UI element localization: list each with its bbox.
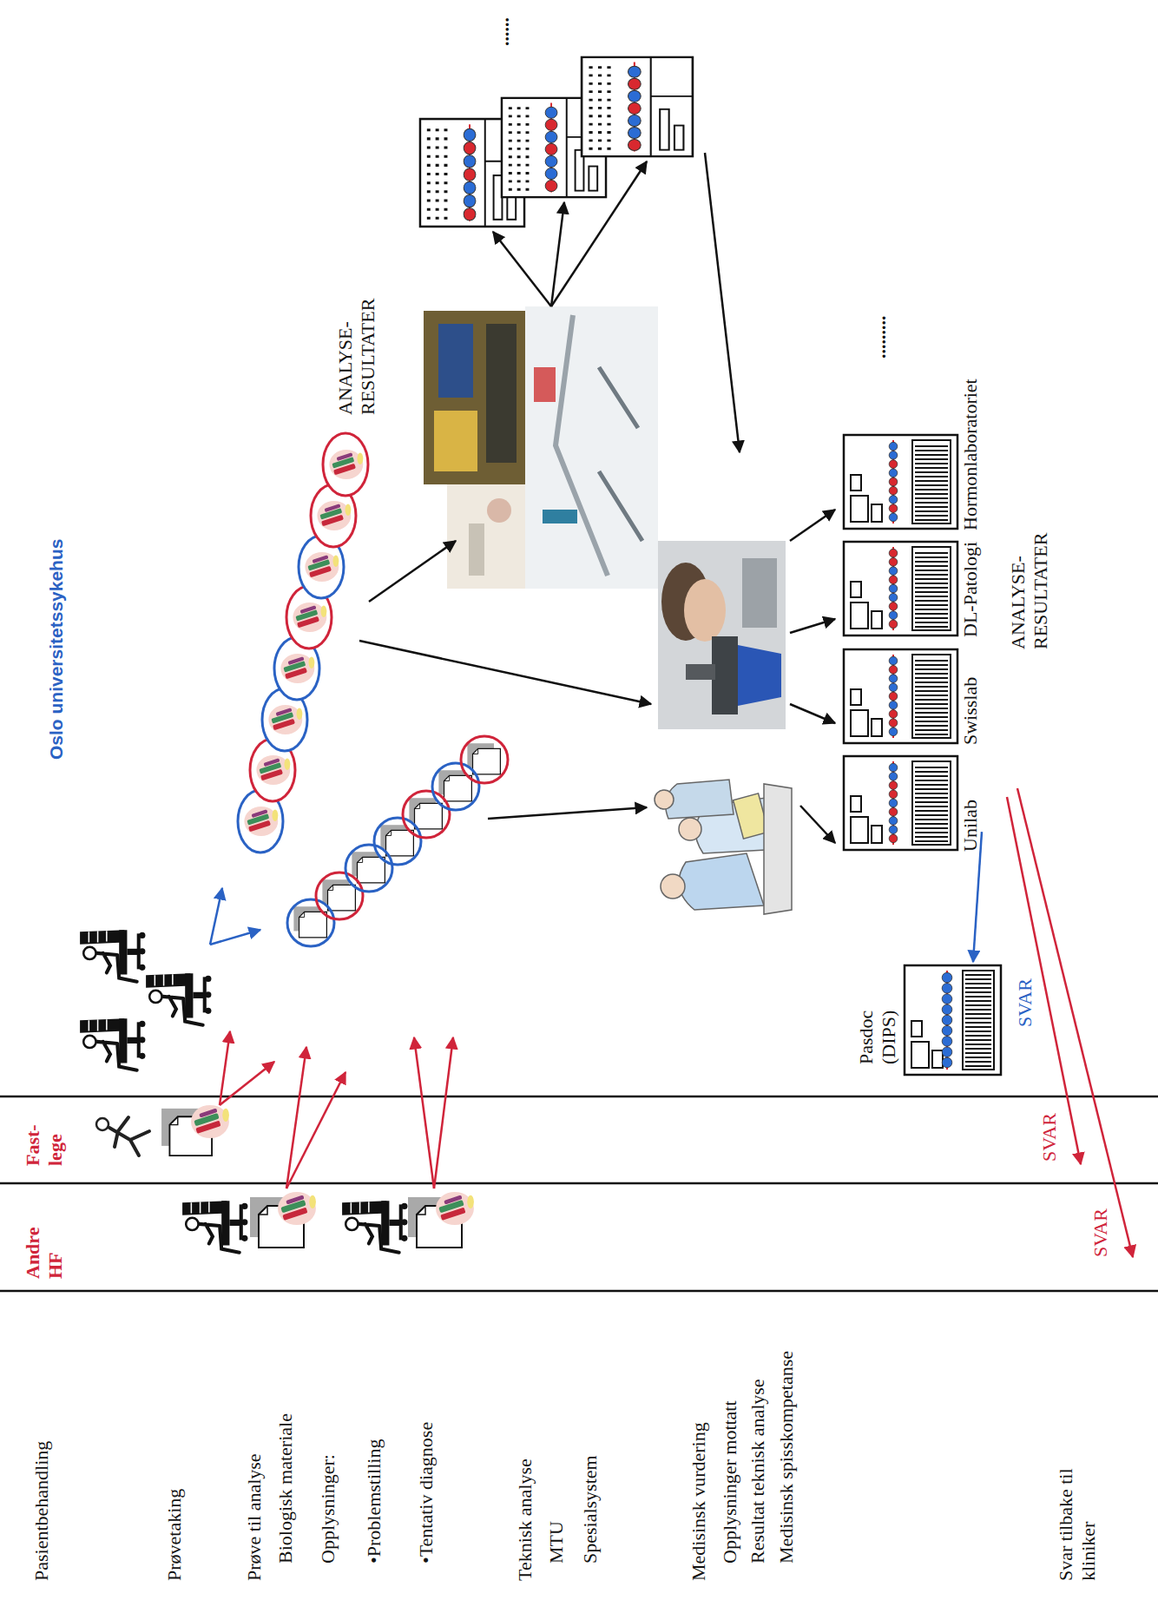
answer-label: SVAR bbox=[1089, 1208, 1112, 1257]
system-name: Swisslab bbox=[959, 677, 982, 745]
row-label: Svar tilbake til kliniker bbox=[1054, 1437, 1101, 1581]
system-name: Unilab bbox=[959, 799, 982, 852]
row-sublabel: Spesialsystem bbox=[579, 1454, 602, 1564]
row-sublabel: Resultat teknisk analyse bbox=[746, 1378, 770, 1564]
answer-label: SVAR bbox=[1013, 978, 1037, 1027]
system-name: Pasdoc (DIPS) bbox=[855, 1010, 902, 1065]
row-sublabel: Biologisk materiale bbox=[274, 1413, 297, 1564]
ellipsis: ......... bbox=[868, 315, 891, 360]
row-label: Pasientbehandling bbox=[30, 1440, 53, 1581]
answer-label: SVAR bbox=[1038, 1112, 1061, 1162]
row-sublabel: Opplysninger: bbox=[316, 1454, 340, 1564]
row-label: Prøvetaking bbox=[163, 1488, 186, 1581]
row-sublabel: Medisinsk spisskompetanse bbox=[775, 1350, 798, 1564]
row-sublabel: MTU bbox=[545, 1520, 568, 1564]
row-sublabel: •Tentativ diagnose bbox=[414, 1421, 438, 1564]
lab-system-server: Swisslab bbox=[842, 645, 982, 745]
row-label: Prøve til analyse bbox=[243, 1453, 266, 1581]
row-label: Medisinsk vurdering bbox=[687, 1421, 711, 1581]
section-label: ANALYSE- RESULTATER bbox=[334, 298, 381, 415]
system-name: Hormonlaboratoriet bbox=[959, 378, 982, 531]
server-cabinet bbox=[902, 963, 1003, 1077]
server-cabinet bbox=[842, 433, 960, 531]
row-sublabel: •Problemstilling bbox=[362, 1439, 386, 1564]
lab-system-server: Hormonlaboratoriet bbox=[842, 376, 982, 531]
column-heading: Fast- lege bbox=[21, 1124, 68, 1166]
lab-system-server: DL-Patologi bbox=[842, 538, 982, 638]
server-cabinet bbox=[842, 647, 960, 745]
org-heading: Oslo universitetssykehus bbox=[45, 539, 67, 760]
server-cabinet bbox=[842, 754, 960, 852]
lab-system-server: Unilab bbox=[842, 752, 982, 852]
row-label: Teknisk analyse bbox=[513, 1458, 537, 1581]
section-label: ANALYSE- RESULTATER bbox=[1006, 532, 1053, 650]
system-name: DL-Patologi bbox=[959, 541, 982, 638]
record-system-server: Pasdoc (DIPS) bbox=[855, 961, 1003, 1077]
server-cabinet bbox=[842, 539, 960, 638]
row-sublabel: Opplysninger mottatt bbox=[718, 1400, 742, 1564]
ellipsis: ...... bbox=[491, 17, 514, 47]
column-heading: Andre HF bbox=[21, 1227, 68, 1280]
